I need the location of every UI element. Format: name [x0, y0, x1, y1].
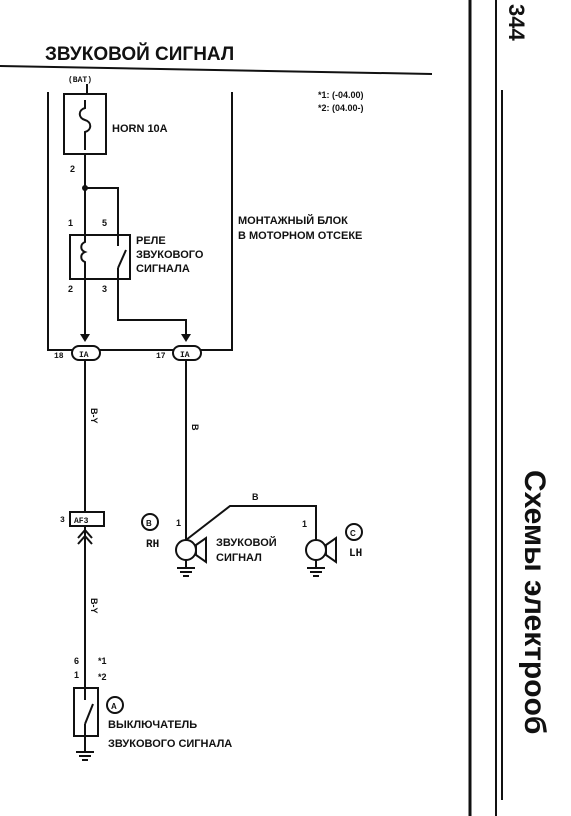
relay-pin-5: 5 [102, 218, 107, 228]
power-source-label: (BAT) [68, 76, 92, 85]
switch-label-1: ВЫКЛЮЧАТЕЛЬ [108, 719, 197, 731]
relay-coil-icon [80, 236, 88, 278]
title-underline [0, 65, 433, 75]
horn-rh-marker-circle [141, 513, 159, 531]
switch-marker-circle [106, 696, 124, 714]
switch-note-2: *2 [98, 672, 107, 682]
relay-switch-icon [117, 249, 127, 269]
conn-ia-left-name: IA [79, 351, 89, 360]
conn-af-pin: 3 [60, 516, 65, 525]
horn-rh-pin: 1 [176, 518, 181, 528]
wire-left-lower-color: B-Y [89, 598, 99, 614]
relay-label-2: ЗВУКОВОГО [136, 249, 204, 261]
switch-label-2: ЗВУКОВОГО СИГНАЛА [108, 738, 232, 750]
note-1: *1: (-04.00) [318, 90, 364, 100]
relay-pin-1: 1 [68, 218, 73, 228]
relay-label-1: РЕЛЕ [136, 235, 166, 247]
relay-label-3: СИГНАЛА [136, 263, 190, 275]
horn-rh-speaker-icon [195, 536, 207, 564]
horn-lh-marker: C [350, 529, 356, 538]
relay-box [69, 234, 131, 280]
junction-block-box [47, 92, 233, 351]
wire-horn-link [185, 505, 317, 541]
conn-ia-left-pin: 18 [54, 352, 64, 361]
conn-af-shape [69, 511, 105, 527]
horn-label-2: СИГНАЛ [216, 552, 262, 564]
wire-left-upper-color: B-Y [89, 408, 99, 424]
horn-rh-side: RH [146, 539, 159, 551]
horn-lh-speaker-icon [325, 536, 337, 564]
switch-pin-6: 6 [74, 656, 79, 666]
note-2: *2: (04.00-) [318, 103, 364, 113]
junction-block-label-1: МОНТАЖНЫЙ БЛОК [238, 214, 348, 227]
horn-lh-pin: 1 [302, 519, 307, 529]
wire-horn-link-color: B [252, 492, 259, 502]
horn-lh-side: LH [349, 548, 362, 560]
horn-lh-marker-circle [345, 523, 363, 541]
switch-pin-1: 1 [74, 670, 79, 680]
horn-rh-icon [175, 539, 197, 561]
diagram-title: ЗВУКОВОЙ СИГНАЛ [45, 43, 234, 65]
section-title: Схемы электрооб [518, 470, 551, 735]
switch-marker: A [111, 702, 117, 711]
relay-pin-3: 3 [102, 284, 107, 294]
wire-right-color: B [190, 424, 200, 431]
page-number: 344 [504, 4, 529, 41]
relay-pin-2: 2 [68, 284, 73, 294]
fuse-pin: 2 [70, 164, 75, 174]
conn-ia-right-pin: 17 [156, 352, 166, 361]
junction-block-label-2: В МОТОРНОМ ОТСЕКЕ [238, 230, 362, 242]
horn-rh-marker: B [146, 519, 152, 528]
wire-relay-switch-feed [85, 187, 119, 236]
switch-note-1: *1 [98, 656, 107, 666]
fuse-label: HORN 10A [112, 123, 168, 135]
conn-af-name: AF3 [74, 517, 89, 526]
fuse-icon [78, 100, 92, 150]
switch-lever-icon [84, 703, 94, 725]
horn-label-1: ЗВУКОВОЙ [216, 536, 277, 549]
wire-relay-right-out [117, 279, 187, 340]
horn-lh-icon [305, 539, 327, 561]
arrow-right-conn [181, 334, 191, 342]
conn-ia-right-name: IA [180, 351, 190, 360]
arrow-left-conn [80, 334, 90, 342]
